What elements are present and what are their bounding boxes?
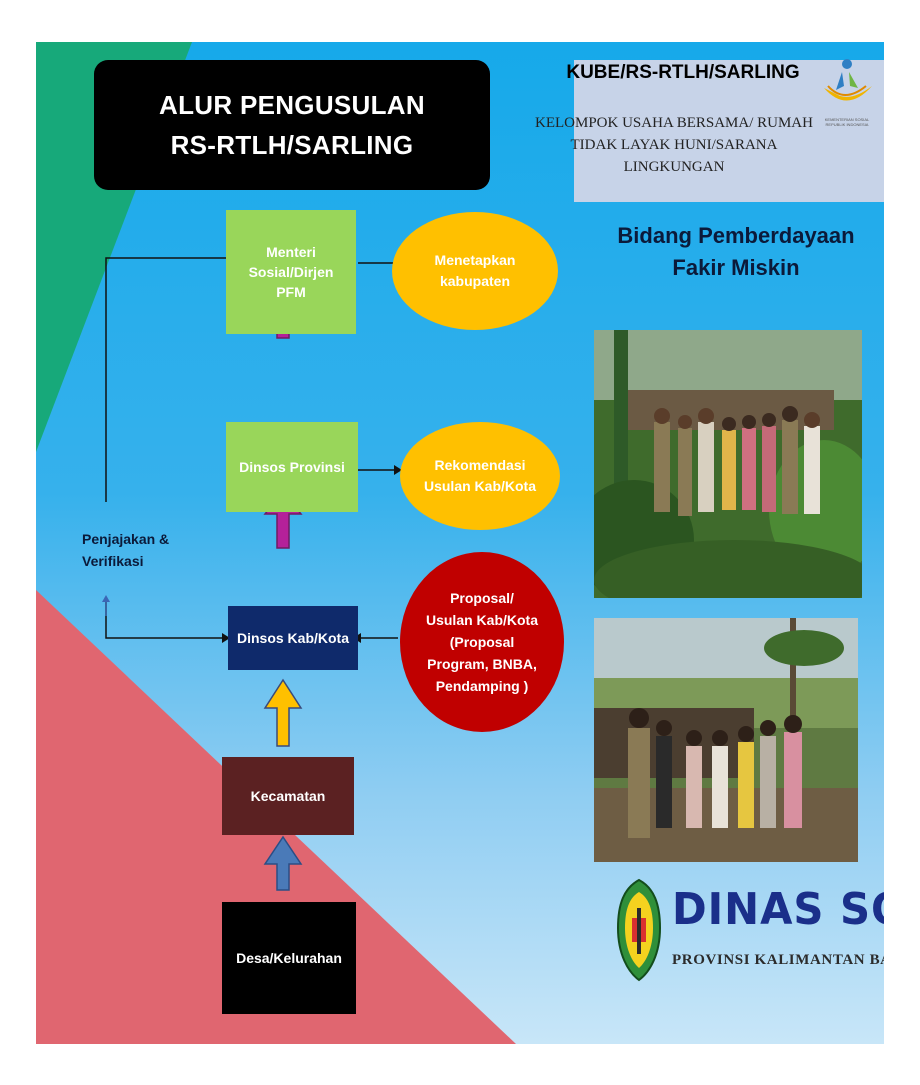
proposal-line: Program, BNBA, <box>427 656 537 672</box>
right-arrow-icon <box>394 465 402 475</box>
menteri-line: PFM <box>276 284 306 300</box>
rekomendasi-ellipse: Rekomendasi Usulan Kab/Kota <box>400 422 560 530</box>
up-arrow-icon <box>263 678 303 747</box>
logo-text: REPUBLIK INDONESIA <box>825 122 869 127</box>
kube-heading: KUBE/RS-RTLH/SARLING <box>566 62 800 83</box>
proposal-ellipse: Proposal/ Usulan Kab/Kota (Proposal Prog… <box>400 552 564 732</box>
title-line1: ALUR PENGUSULAN <box>159 90 425 120</box>
penjajakan-line-bottom <box>105 602 222 639</box>
menteri-line: Menteri <box>266 244 316 260</box>
bidang-title: Bidang Pemberdayaan Fakir Miskin <box>596 220 876 284</box>
proposal-line: (Proposal <box>449 634 515 650</box>
dinas-sosial-title: DINAS SOSIAL <box>672 884 884 935</box>
kube-subtitle-line: KELOMPOK USAHA BERSAMA/ RUMAH <box>535 115 813 131</box>
penjajakan-line: Penjajakan & <box>82 531 170 547</box>
title-line2: RS-RTLH/SARLING <box>170 130 414 160</box>
proposal-line: Pendamping ) <box>435 678 529 694</box>
penjajakan-label: Penjajakan & Verifikasi <box>82 528 169 572</box>
up-arrow-icon <box>263 835 303 891</box>
menteri-box: Menteri Sosial/Dirjen PFM <box>226 210 356 334</box>
thin-up-arrow <box>102 595 110 616</box>
kube-subtitle: KELOMPOK USAHA BERSAMA/ RUMAH TIDAK LAYA… <box>524 112 824 178</box>
kube-subtitle-line: TIDAK LAYAK HUNI/SARANA <box>570 137 778 153</box>
menteri-line: Sosial/Dirjen <box>248 264 334 280</box>
title-box: ALUR PENGUSULAN RS-RTLH/SARLING <box>94 60 490 190</box>
menetapkan-line: Menetapkan <box>434 252 516 268</box>
desa-box: Desa/Kelurahan <box>222 902 356 1014</box>
proposal-line: Proposal/ <box>450 590 514 606</box>
kalbar-emblem-icon <box>614 878 664 982</box>
dinas-sosial-subtitle: PROVINSI KALIMANTAN BARAT <box>672 952 884 968</box>
kecamatan-box: Kecamatan <box>222 757 354 835</box>
logo-text: KEMENTERIAN SOSIAL <box>824 117 870 122</box>
kube-subtitle-line: LINGKUNGAN <box>623 159 725 175</box>
penjajakan-line: Verifikasi <box>82 553 144 569</box>
menetapkan-line: kabupaten <box>439 273 510 289</box>
right-arrow-icon <box>222 633 230 643</box>
dinsos-provinsi-box: Dinsos Provinsi <box>226 422 358 512</box>
dinsos-kab-box: Dinsos Kab/Kota <box>228 606 358 670</box>
kemensos-logo-icon: KEMENTERIAN SOSIAL REPUBLIK INDONESIA <box>814 56 880 127</box>
penjajakan-line-top <box>105 257 226 502</box>
proposal-line: Usulan Kab/Kota <box>425 612 538 628</box>
kube-panel <box>574 60 884 202</box>
activity-photo-1 <box>594 330 862 598</box>
poster: ALUR PENGUSULAN RS-RTLH/SARLING KUBE/RS-… <box>36 42 884 1044</box>
rekomendasi-line: Usulan Kab/Kota <box>423 478 536 494</box>
menetapkan-ellipse: Menetapkan kabupaten <box>392 212 558 330</box>
bidang-line2: Fakir Miskin <box>672 255 800 280</box>
rekomendasi-line: Rekomendasi <box>434 457 526 473</box>
bidang-line1: Bidang Pemberdayaan <box>617 223 855 248</box>
activity-photo-2 <box>594 618 858 862</box>
